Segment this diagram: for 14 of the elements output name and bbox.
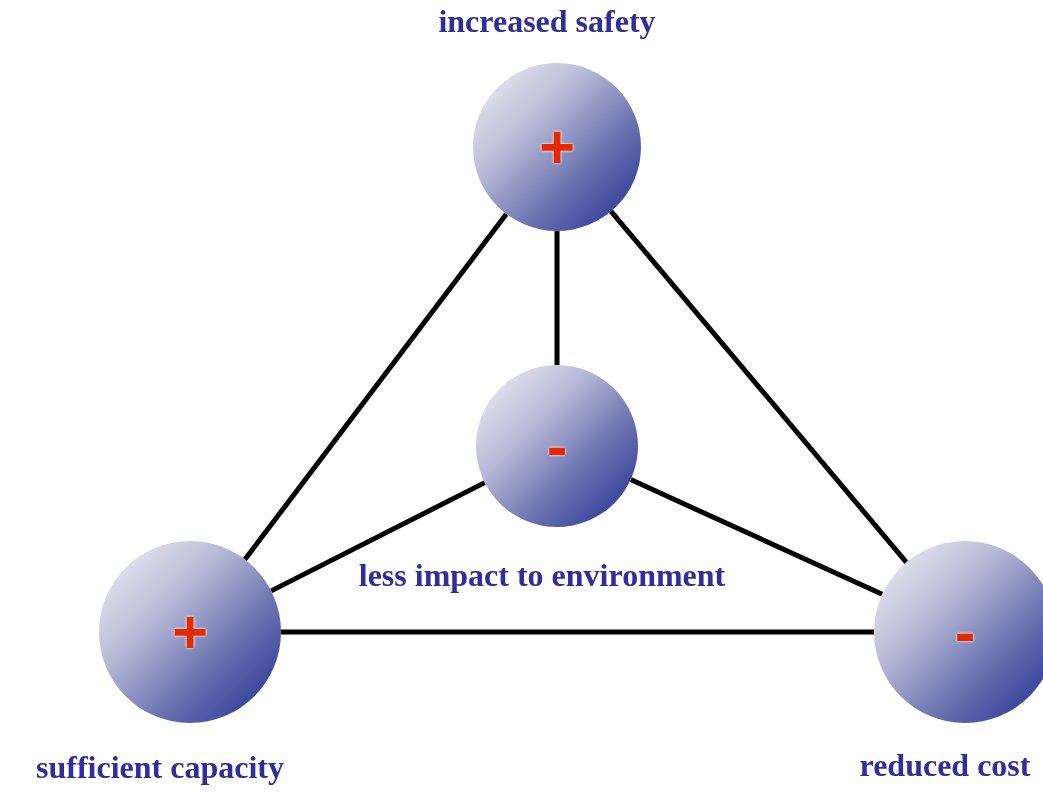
connector-line <box>554 231 560 365</box>
sign-text: - <box>546 415 568 477</box>
sign-text: + <box>171 601 209 663</box>
connector-line <box>242 212 509 561</box>
sign-text: - <box>954 601 976 663</box>
connector-line <box>270 480 486 594</box>
node-caption: increased safety <box>438 4 656 40</box>
node-caption: less impact to environment <box>358 558 726 594</box>
node-caption: sufficient capacity <box>36 750 284 786</box>
connector-line <box>609 209 909 564</box>
node-caption: reduced cost <box>859 748 1031 784</box>
connector-line <box>629 477 884 597</box>
sign-text: + <box>538 116 576 178</box>
connector-line <box>281 629 874 635</box>
